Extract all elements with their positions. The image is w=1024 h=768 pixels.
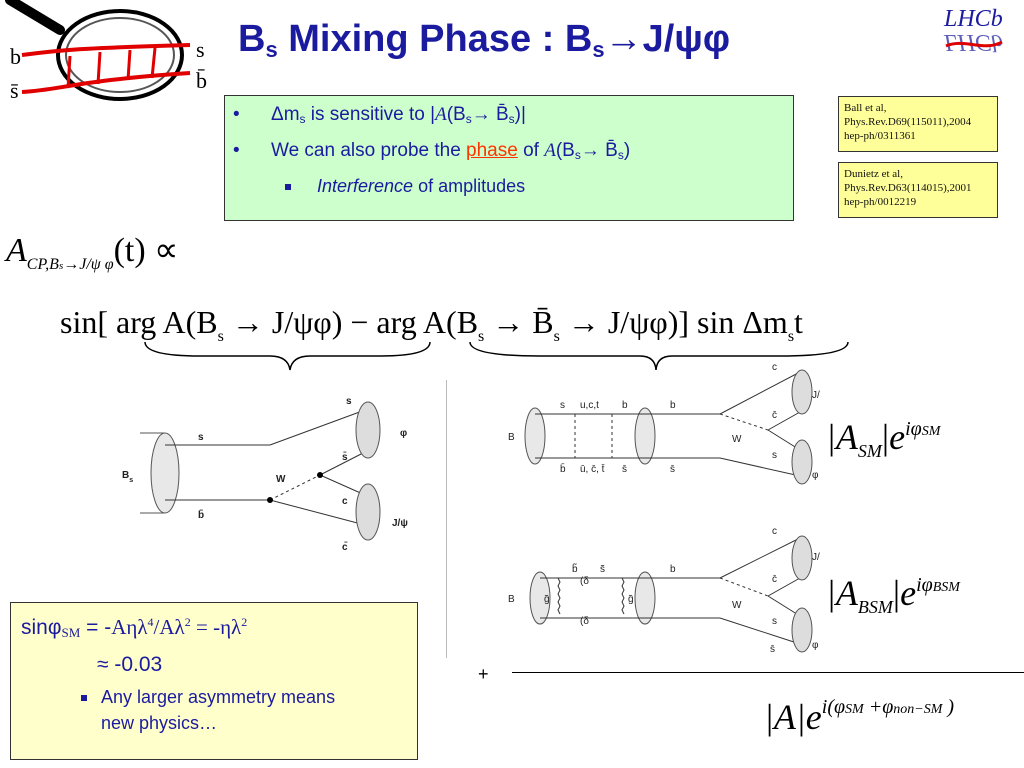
label-gluino: g̃ [544,594,550,605]
label-s2: s [772,450,777,461]
label-cbar: c̄ [772,574,777,585]
label-c: c [342,496,348,507]
label-w: W [732,434,742,445]
larger-asymmetry-line: Any larger asymmetry means [101,687,336,707]
bullet-2: We can also probe the phase of A(Bs→ B̄s… [271,140,631,162]
approx-line: ≈ -0.03 [97,653,163,676]
label-gluino2: g̃ [628,594,634,605]
label-bs0: Bs [122,470,133,484]
label-s: s [346,396,352,407]
label-s: s [560,400,565,411]
label-s2: s [772,616,777,627]
label-cbar: c̄ [772,410,777,421]
label-phi: φ [400,428,407,439]
label-delta23b: (δ [580,616,589,627]
slide-title: Bs Mixing Phase : Bs→J/ψφ [238,18,731,62]
label-sstrange: s̃ [600,564,605,575]
amplitude-bsm: |ABSM|eiφBSM [826,573,960,617]
label-w: W [276,474,286,485]
label-b: b [670,564,676,575]
plus-sign: + [478,664,489,684]
new-physics-line: new physics… [101,713,218,733]
feynman-diagram-sm-box: B s u,c,t b b c J/ψ c̄ W b̄ ū, c̄, t̄ s̄… [508,362,820,485]
label-bs0: B [508,594,515,605]
bullet-1: Δms is sensitive to |A(Bs→ B̄s)| [271,104,526,126]
sinphi-line: sinφSM = -Aηλ4/Aλ2 = -ηλ2 [21,615,248,640]
feynman-diagram-sm-tree: s φ s s̄ W Bs c b̄ c̄ J/ψ [122,396,408,553]
label-sbar: s̄ [770,644,775,655]
label-bbar: b̄ [198,509,204,521]
underbrace-left [144,341,431,371]
label-w: W [732,600,742,611]
label-s-bar: s̄ [10,78,19,103]
label-c: c [772,526,777,537]
label-jpsi: J/ψ [812,552,820,563]
label-b: b [622,400,628,411]
label-jpsi: J/ψ [812,390,820,401]
label-b: b [10,44,21,69]
magnifier-illustration [5,0,191,101]
bullet-dot: • [233,104,240,125]
lhcb-logo: LHCb LHCb [938,2,1020,60]
label-bbar: b̄ [560,462,566,475]
label-sbottom: b̃ [572,562,578,575]
amplitude-total: |A|ei(φSM +φnon−SM ) [764,696,955,737]
label-delta23: (δ [580,576,589,587]
bullet-box: • Δms is sensitive to |A(Bs→ B̄s)| • We … [224,95,794,221]
quark-lines [21,43,191,94]
label-phi: φ [812,640,819,651]
label-s: s [196,37,205,62]
label-s: s [198,432,204,443]
vertical-divider [446,380,447,658]
sin-phi-box: sinφSM = -Aηλ4/Aλ2 = -ηλ2 ≈ -0.03 Any la… [10,602,418,760]
label-uct-bar: ū, c̄, t̄ [580,463,605,475]
label-sbar2: s̄ [670,464,675,475]
label-cbar: c̄ [342,541,348,553]
bullet-3: Interference of amplitudes [317,176,526,196]
label-sbar: s̄ [342,451,348,463]
amplitude-sm: |ASM|eiφSM [826,417,941,461]
label-jpsi: J/ψ [392,518,408,529]
sub-bullet-square [81,695,87,701]
label-b-bar: b̄ [196,68,207,93]
underbrace-right [469,341,849,371]
label-c: c [772,362,777,373]
label-b2: b [670,400,676,411]
equation-sin-arg: sin[ arg A(Bs → J/ψφ) − arg A(Bs → B̄s →… [60,304,803,345]
underbraces [144,341,849,371]
equation-acp: ACP,Bs→J/ψ φ(t) ∝ [6,232,179,273]
sub-bullet-square [285,184,291,190]
bullet-dot: • [233,140,240,161]
label-bs0: B [508,432,515,443]
feynman-diagram-bsm-box: B g̃ g̃ b̃ s̃ (δ (δ b c J/ψ c̄ W s φ s̄ [508,526,820,655]
label-phi: φ [812,470,819,481]
label-sbar: s̄ [622,464,627,475]
sum-line [512,672,1024,673]
label-uct: u,c,t [580,400,599,411]
logo-red-curve [945,40,1003,48]
